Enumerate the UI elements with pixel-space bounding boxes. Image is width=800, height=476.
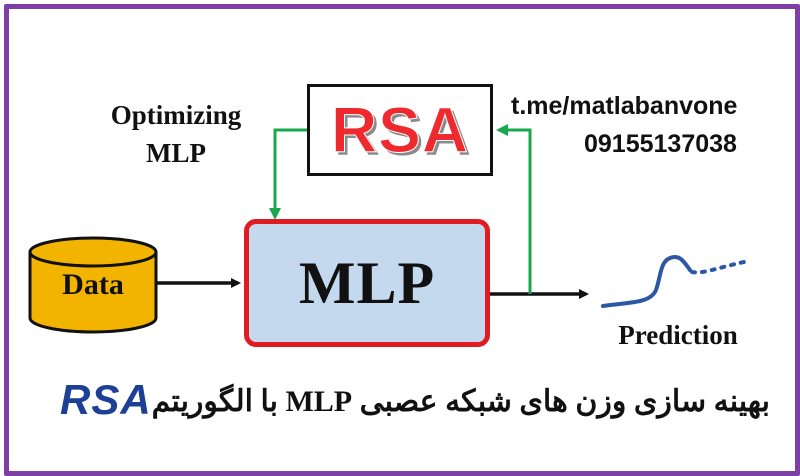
data-cylinder — [28, 236, 158, 334]
contact-url: t.me/matlabanvone — [511, 92, 738, 120]
image-frame — [4, 4, 800, 476]
prediction-label: Prediction — [618, 320, 738, 350]
optimizing-label-line1: Optimizing — [110, 100, 242, 130]
mlp-box-label: MLP — [298, 249, 436, 316]
rsa-to-mlp-arrow — [269, 128, 307, 220]
rsa-optimizer-box: RSA — [307, 84, 493, 176]
feedback-to-rsa-arrow — [496, 124, 532, 294]
prediction-curve — [601, 255, 746, 308]
contact-info: t.me/matlabanvone 09155137038 — [511, 87, 781, 163]
caption-brand: RSA — [60, 376, 152, 423]
mlp-model-box: MLP — [244, 219, 490, 347]
caption-text: بهینه سازی وزن های شبکه عصبی MLP با الگو… — [151, 385, 770, 418]
optimizing-mlp-label: Optimizing MLP — [96, 96, 256, 172]
optimizing-label-line2: MLP — [146, 138, 206, 168]
contact-phone: 09155137038 — [584, 130, 737, 158]
rsa-box-label: RSA — [330, 94, 470, 167]
data-node-label: Data — [62, 268, 124, 301]
